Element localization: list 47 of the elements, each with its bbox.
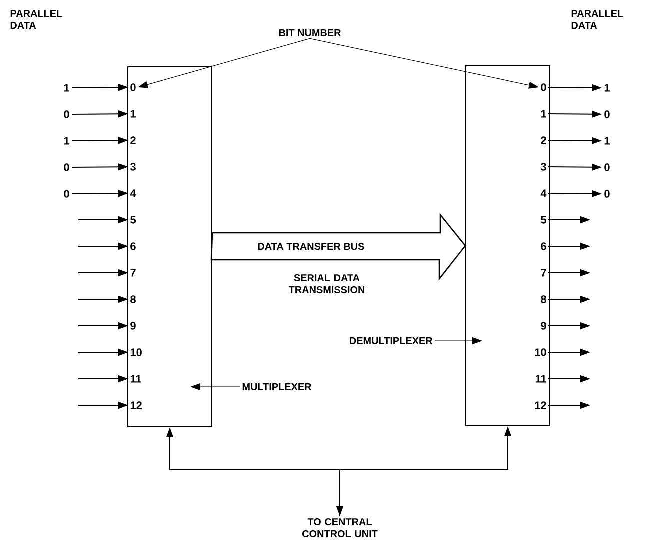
destination-text: TO CENTRAL CONTROL UNIT	[302, 518, 378, 538]
callout-text: BIT NUMBER	[279, 30, 342, 36]
bit-value: 0	[64, 190, 70, 198]
bit-value: 1	[604, 137, 610, 145]
bit-value: 0	[64, 110, 70, 118]
bit-number: 3	[130, 163, 136, 171]
text-label: SERIAL DATA TRANSMISSION	[288, 274, 365, 294]
bit-number: 11	[130, 375, 142, 383]
bit-value: 1	[64, 137, 70, 145]
bit-number: 0	[541, 84, 546, 92]
bus-arrow	[210, 213, 466, 281]
bit-number: 0	[130, 84, 136, 92]
text-label: PARALLEL DATA	[572, 10, 624, 29]
bit-number: 9	[541, 322, 546, 330]
bit-number: 1	[541, 110, 546, 118]
bit-number: 7	[130, 269, 136, 277]
bit-value: 0	[604, 164, 610, 172]
bit-number: 4	[130, 190, 136, 198]
bit-number: 5	[541, 216, 546, 224]
bit-number: 6	[541, 242, 546, 250]
bit-value: 0	[604, 110, 610, 118]
bit-number: 5	[130, 216, 136, 224]
bit-value: 0	[64, 164, 70, 172]
bit-number: 7	[541, 269, 546, 277]
bit-number: 9	[130, 322, 136, 330]
bit-number: 10	[535, 348, 546, 356]
bit-number: 1	[130, 110, 136, 118]
bit-value: 1	[604, 84, 610, 92]
multiplexer-box	[128, 66, 212, 428]
callout-text: DEMULTIPLEXER	[350, 338, 433, 344]
text-label: PARALLEL DATA	[10, 10, 62, 29]
bit-number: 3	[540, 163, 546, 171]
bit-number: 12	[130, 402, 142, 410]
bit-number: 8	[130, 296, 136, 304]
bit-number: 8	[541, 296, 546, 304]
bit-number: 2	[130, 136, 136, 144]
demultiplexer-box	[466, 66, 550, 426]
bit-number: 12	[535, 402, 546, 410]
callout-text: MULTIPLEXER	[242, 384, 312, 390]
bit-number: 4	[540, 190, 547, 198]
bit-number: 2	[541, 136, 546, 144]
bit-number: 11	[536, 375, 546, 383]
edge-label: DATA TRANSFER BUS	[256, 242, 366, 252]
bit-value: 1	[64, 84, 70, 92]
bit-number: 6	[130, 242, 136, 250]
bit-value: 0	[604, 190, 610, 198]
bit-number: 10	[130, 348, 142, 356]
